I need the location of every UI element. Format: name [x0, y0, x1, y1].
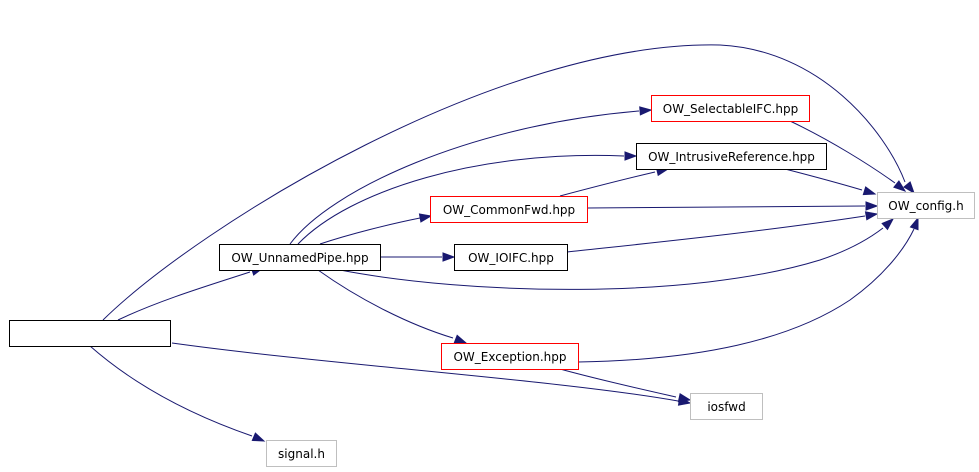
edge-line: [789, 120, 896, 184]
arrowhead-icon: [881, 218, 895, 231]
node-label: iosfwd: [707, 400, 745, 414]
node-box: [430, 196, 588, 223]
arrowhead-icon: [893, 180, 907, 192]
node-label: OW_SelectableIFC.hpp: [663, 102, 799, 116]
edge-unnamed-pipe-to-config: [339, 218, 895, 290]
arrowhead-icon: [453, 334, 468, 344]
node-common-fwd[interactable]: OW_CommonFwd.hpp: [430, 196, 588, 223]
node-label: signal.h: [278, 447, 325, 461]
node-label: OW_IOIFC.hpp: [468, 251, 554, 265]
node-label: OW_CommonFwd.hpp: [443, 203, 575, 217]
node-ioifc[interactable]: OW_IOIFC.hpp: [454, 244, 568, 271]
edge-unnamed-pipe-to-selectable-ifc: [289, 106, 653, 245]
arrowhead-icon: [864, 211, 879, 221]
node-box: [877, 192, 975, 219]
node-box: [636, 143, 827, 170]
edge-unnamed-pipe-to-ioifc: [380, 252, 456, 262]
edge-exception-to-config: [577, 216, 919, 363]
arrowhead-icon: [865, 201, 879, 211]
edge-line: [784, 168, 863, 191]
node-label: OW_UnnamedPipe.hpp: [231, 251, 368, 265]
node-label: OW_Exception.hpp: [453, 350, 566, 364]
edge-line: [559, 368, 677, 398]
edge-platform-signal-to-iosfwd: [171, 342, 692, 406]
edge-selectable-ifc-to-config: [789, 120, 907, 192]
edge-intrusive-reference-to-config: [784, 168, 877, 196]
node-iosfwd: iosfwd: [690, 393, 763, 420]
edge-line: [102, 44, 906, 321]
edge-unnamed-pipe-to-intrusive-reference: [297, 151, 638, 245]
edge-line: [171, 342, 679, 402]
edge-line: [577, 228, 915, 363]
node-exception[interactable]: OW_Exception.hpp: [441, 343, 579, 370]
node-label: OW_IntrusiveReference.hpp: [648, 150, 815, 164]
node-box: [690, 393, 763, 420]
arrowhead-icon: [624, 151, 638, 161]
node-label: OW_config.h: [888, 199, 963, 213]
node-box: [9, 320, 171, 347]
node-signal: signal.h: [266, 440, 337, 467]
node-selectable-ifc[interactable]: OW_SelectableIFC.hpp: [651, 95, 810, 122]
edge-common-fwd-to-config: [586, 201, 879, 211]
edge-line: [559, 171, 656, 197]
node-unnamed-pipe[interactable]: OW_UnnamedPipe.hpp: [219, 244, 381, 271]
edge-line: [117, 271, 251, 321]
node-intrusive-reference[interactable]: OW_IntrusiveReference.hpp: [636, 143, 827, 170]
arrowhead-icon: [442, 252, 456, 262]
arrowhead-icon: [862, 186, 877, 196]
edge-line: [289, 110, 640, 245]
edge-line: [317, 269, 454, 339]
arrowhead-icon: [639, 106, 653, 116]
arrowhead-icon: [909, 216, 919, 231]
edge-exception-to-iosfwd: [559, 368, 692, 403]
edge-unnamed-pipe-to-exception: [317, 269, 468, 344]
edge-unnamed-pipe-to-common-fwd: [319, 213, 433, 245]
node-box: [266, 440, 337, 467]
edge-platform-signal-to-config: [102, 44, 915, 321]
node-box: [651, 95, 810, 122]
edge-line: [319, 217, 421, 245]
edge-line: [586, 205, 866, 209]
edge-platform-signal-to-unnamed-pipe: [117, 266, 265, 321]
edge-platform-signal-to-signal: [89, 345, 266, 442]
node-box: [454, 244, 568, 271]
node-label: OW_PlatformSignal.hpp: [19, 327, 160, 341]
node-platform-signal: OW_PlatformSignal.hpp: [9, 320, 171, 347]
arrowhead-icon: [251, 432, 266, 442]
edge-common-fwd-to-intrusive-reference: [559, 166, 670, 197]
arrowhead-icon: [418, 213, 433, 223]
edge-line: [339, 227, 884, 290]
arrowhead-icon: [677, 392, 692, 403]
edge-ioifc-to-config: [566, 211, 879, 253]
node-box: [219, 244, 381, 271]
edge-line: [566, 215, 866, 253]
edge-line: [89, 345, 253, 437]
edge-line: [297, 154, 625, 245]
node-box: [441, 343, 579, 370]
node-layer: OW_PlatformSignal.hppOW_UnnamedPipe.hppO…: [9, 95, 975, 467]
arrowhead-icon: [903, 181, 915, 195]
node-config: OW_config.h: [877, 192, 975, 219]
